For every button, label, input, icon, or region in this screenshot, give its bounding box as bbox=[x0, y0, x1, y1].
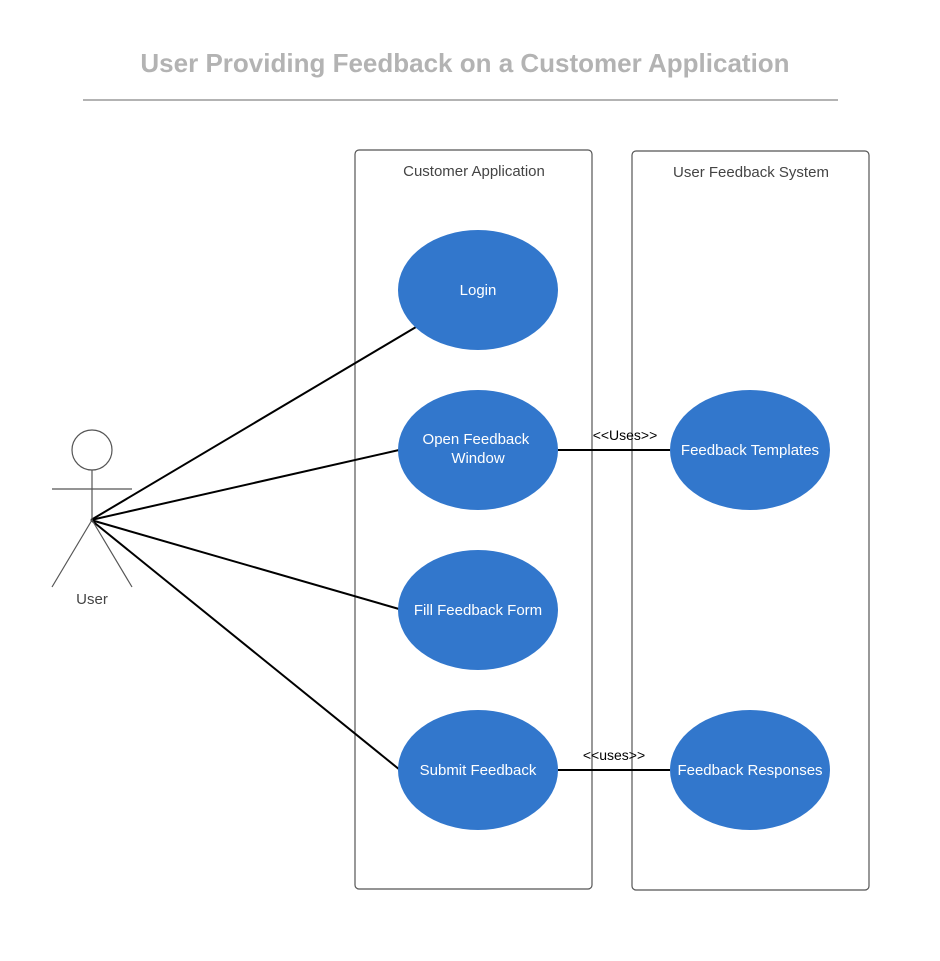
use-case-fill-feedback-form-line-1: Fill Feedback Form bbox=[414, 602, 542, 619]
use-case-fill-feedback-form-label: Fill Feedback Form bbox=[414, 602, 542, 619]
use-case-feedback-responses[interactable]: Feedback Responses bbox=[670, 710, 830, 830]
user-feedback-system-label: User Feedback System bbox=[673, 164, 829, 181]
use-case-open-feedback-window-line-2: Window bbox=[451, 450, 505, 467]
uses-label-open-to-templates: <<Uses>> bbox=[593, 427, 658, 443]
diagram-title: User Providing Feedback on a Customer Ap… bbox=[140, 48, 789, 78]
actor-label: User bbox=[76, 591, 108, 608]
use-case-login[interactable]: Login bbox=[398, 230, 558, 350]
association-user-fill-feedback-form bbox=[90, 519, 400, 610]
use-case-open-feedback-window-label: Open Feedback Window bbox=[423, 431, 534, 467]
use-case-submit-feedback-line-1: Submit Feedback bbox=[420, 762, 537, 779]
use-case-login-label: Login bbox=[460, 282, 497, 299]
actor-user[interactable]: User bbox=[51, 429, 133, 608]
use-case-feedback-responses-label: Feedback Responses bbox=[677, 762, 822, 779]
use-case-feedback-responses-line-1: Feedback Responses bbox=[677, 762, 822, 779]
use-case-submit-feedback-label: Submit Feedback bbox=[420, 762, 537, 779]
customer-application-boundary bbox=[354, 149, 593, 890]
use-case-submit-feedback[interactable]: Submit Feedback bbox=[398, 710, 558, 830]
use-case-feedback-templates[interactable]: Feedback Templates bbox=[670, 390, 830, 510]
use-case-open-feedback-window-line-1: Open Feedback bbox=[423, 431, 530, 448]
association-user-login bbox=[90, 326, 417, 521]
use-case-open-feedback-window[interactable]: Open Feedback Window bbox=[398, 390, 558, 510]
actor-head-icon bbox=[71, 429, 113, 471]
actor-right-leg bbox=[91, 519, 133, 588]
association-user-open-feedback-window bbox=[90, 449, 400, 521]
actor-left-leg bbox=[51, 519, 93, 588]
use-case-fill-feedback-form[interactable]: Fill Feedback Form bbox=[398, 550, 558, 670]
association-user-submit-feedback bbox=[90, 519, 401, 771]
uses-label-submit-to-responses: <<uses>> bbox=[583, 747, 645, 763]
user-feedback-system-boundary bbox=[631, 150, 870, 891]
use-case-feedback-templates-line-1: Feedback Templates bbox=[681, 442, 819, 459]
use-case-login-line-1: Login bbox=[460, 282, 497, 299]
use-case-feedback-templates-label: Feedback Templates bbox=[681, 442, 819, 459]
customer-application-label: Customer Application bbox=[403, 163, 545, 180]
